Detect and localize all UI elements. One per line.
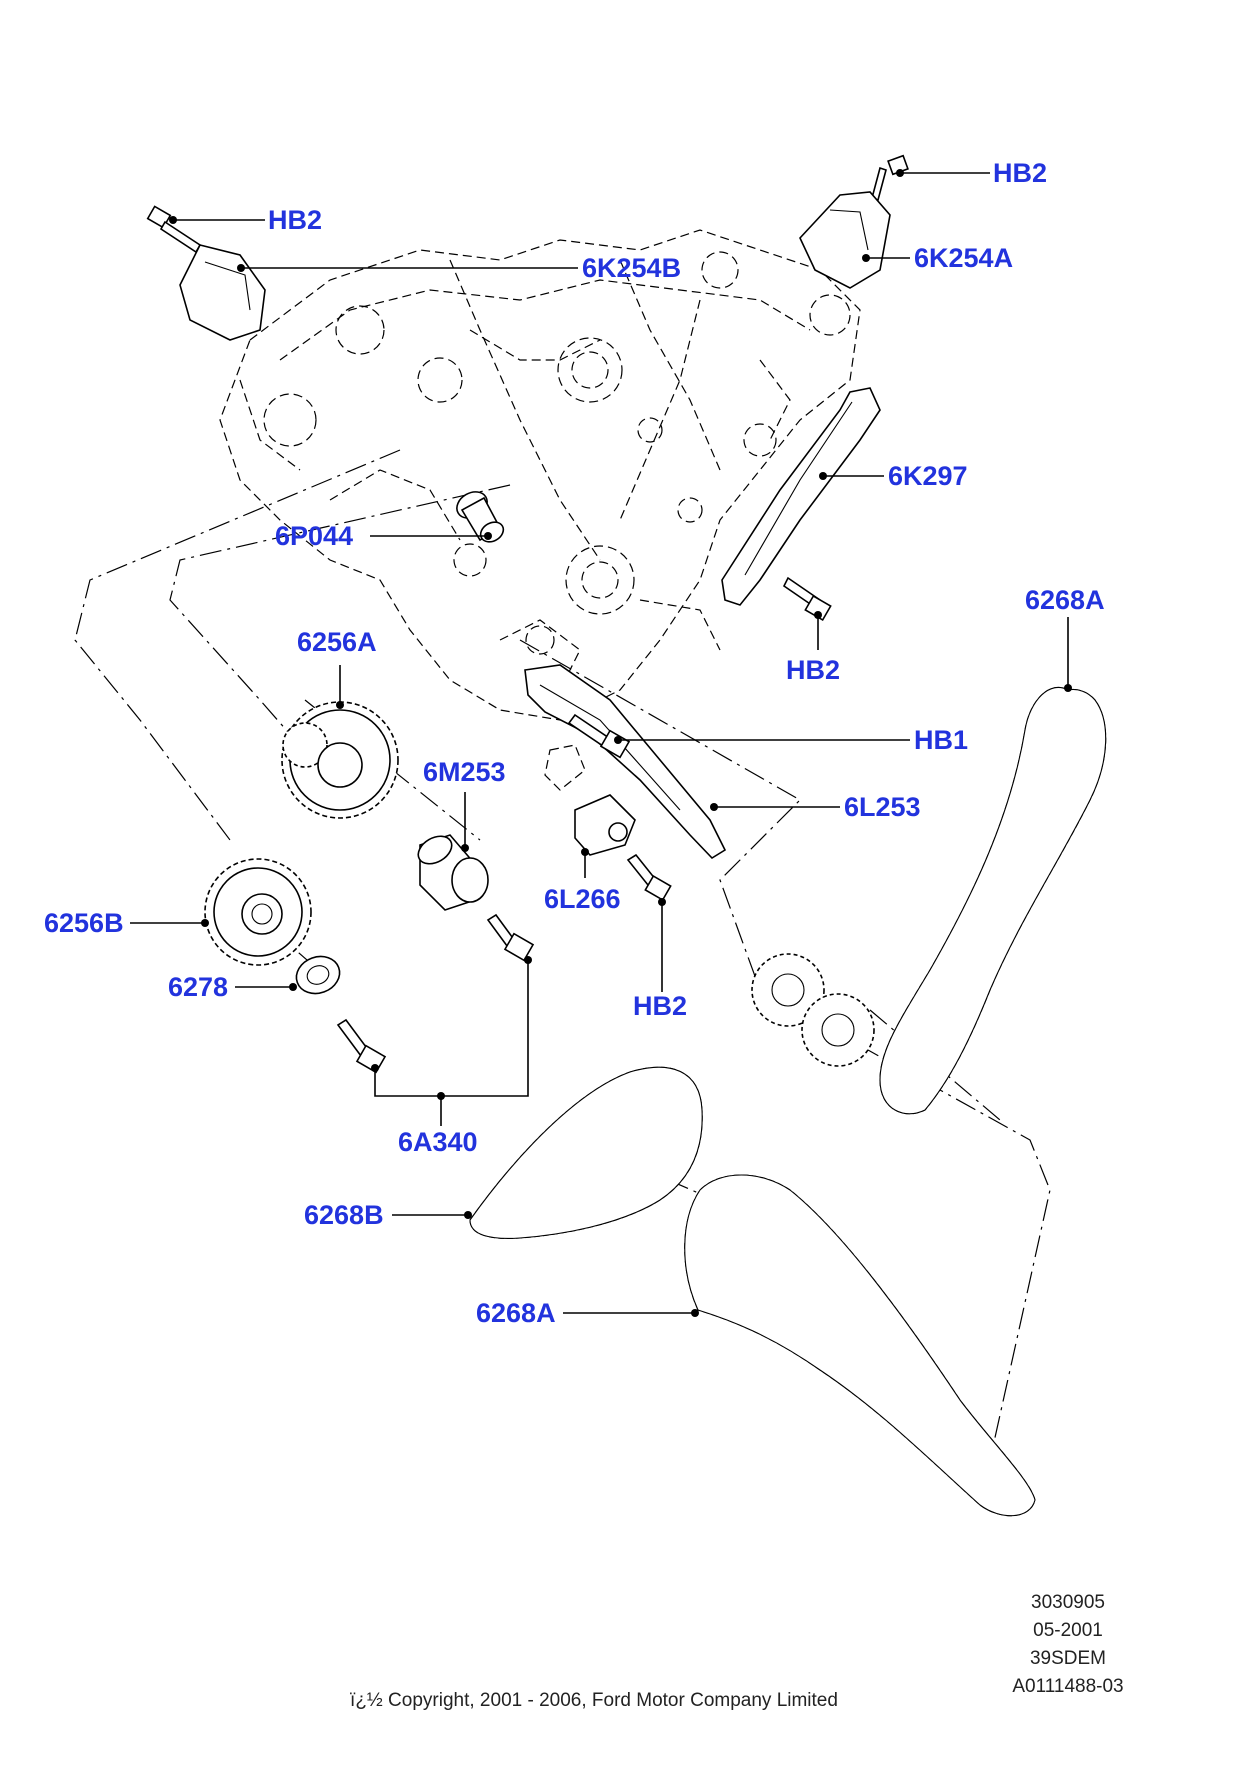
callout-labels: HB2 6K254B HB2 6K254A 6K297 6P044 HB2 62…: [44, 158, 1105, 1328]
tensioner-6l266: [574, 794, 636, 856]
bolt-hb1: [567, 713, 631, 759]
label-6256b: 6256B: [44, 908, 124, 938]
washer-6278: [295, 955, 341, 995]
label-6268b: 6268B: [304, 1200, 384, 1230]
crankshaft-sprockets: [751, 953, 875, 1067]
guide-6k254a: [799, 191, 891, 289]
ref-code: 39SDEM: [1030, 1648, 1106, 1669]
label-6a340: 6A340: [398, 1127, 478, 1157]
engine-block-outline: [219, 229, 861, 721]
label-6p044: 6P044: [275, 521, 353, 551]
sprocket-6256a: [281, 701, 399, 819]
label-6256a: 6256A: [297, 627, 377, 657]
label-6k254b: 6K254B: [582, 253, 681, 283]
bolt-6a340-right: [486, 913, 535, 962]
bolt-hb2-left: [146, 205, 202, 254]
chain-6268a-bottom: [684, 1174, 1036, 1517]
ref-number: 3030905: [1031, 1592, 1105, 1613]
label-hb2-left: HB2: [268, 205, 322, 235]
chain-guide-6k297: [721, 387, 881, 606]
label-6m253: 6M253: [423, 757, 506, 787]
sprocket-6256b: [204, 858, 312, 966]
guide-6k254b: [179, 244, 266, 341]
label-6l253: 6L253: [844, 792, 921, 822]
bracket-small: [544, 744, 586, 791]
label-hb2-mid: HB2: [786, 655, 840, 685]
label-6l266: 6L266: [544, 884, 621, 914]
label-hb1: HB1: [914, 725, 968, 755]
tensioner-6m253: [417, 834, 489, 911]
label-6k254a: 6K254A: [914, 243, 1013, 273]
bolt-hb2-mid: [782, 576, 832, 622]
label-hb2-bottom: HB2: [633, 991, 687, 1021]
plug-6p044: [456, 491, 505, 543]
ref-date: 05-2001: [1033, 1620, 1103, 1641]
bolt-6a340-left: [336, 1018, 387, 1074]
assembly-centerlines: [74, 449, 1051, 1461]
guide-6l253: [524, 664, 727, 860]
copyright-notice: ï¿½ Copyright, 2001 - 2006, Ford Motor C…: [350, 1690, 838, 1711]
label-6268a-right: 6268A: [1025, 585, 1105, 615]
chain-6268b: [469, 1066, 703, 1239]
drawing-reference-block: 3030905 05-2001 39SDEM A0111488-03: [1012, 1592, 1123, 1697]
ref-drawing-id: A0111488-03: [1012, 1676, 1123, 1697]
label-6268a-bottom: 6268A: [476, 1298, 556, 1328]
leader-lines: [130, 169, 1072, 1317]
chain-6268a-right: [879, 687, 1107, 1115]
label-6278: 6278: [168, 972, 228, 1002]
bolt-hb2-bottom: [626, 853, 672, 902]
bolt-hb2-right: [871, 154, 909, 202]
label-6k297: 6K297: [888, 461, 968, 491]
label-hb2-right: HB2: [993, 158, 1047, 188]
